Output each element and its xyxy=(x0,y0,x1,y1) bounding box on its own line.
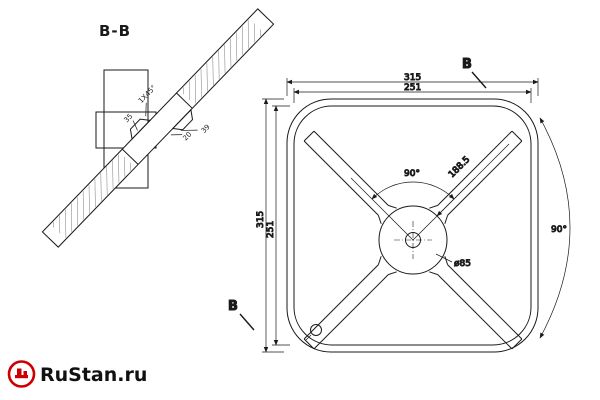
slot-top-left xyxy=(303,130,397,224)
section-view-bb: B-B 35 xyxy=(41,8,275,248)
dim-width-inner-label: 251 xyxy=(404,83,421,93)
dim-diagonal-label: 188.5 xyxy=(447,155,472,180)
dim-left xyxy=(262,98,290,353)
dim-chamfer: 1X45° xyxy=(137,84,158,105)
machine-icon xyxy=(15,368,28,379)
dim-39: 39 xyxy=(200,123,212,135)
dim-top xyxy=(286,78,539,103)
dim-35: 35 xyxy=(122,112,134,124)
section-notches xyxy=(121,92,194,165)
hole-leader xyxy=(435,253,453,263)
angle-right-label: 90° xyxy=(551,225,567,235)
slot-top-right xyxy=(429,130,523,224)
corner-hole xyxy=(305,324,322,341)
marker-bottom-label: B xyxy=(228,299,238,314)
dim-height-outer-label: 315 xyxy=(256,211,266,228)
section-leaders xyxy=(132,102,198,136)
right-angle-arc xyxy=(539,117,571,339)
slot-bottom-right xyxy=(429,256,523,350)
hatch-left xyxy=(50,152,135,239)
logo-text: RuStan.ru xyxy=(40,364,147,386)
dim-width-outer-label: 315 xyxy=(404,73,421,83)
dim-hole-label: ø85 xyxy=(454,259,471,269)
hatch-right xyxy=(179,18,264,105)
plan-view: 90° 188.5 ø85 90° 315 251 xyxy=(228,57,571,353)
section-marker-bottom xyxy=(239,313,255,331)
dim-height-inner-label: 251 xyxy=(266,221,276,238)
section-view-label: B-B xyxy=(99,22,131,40)
slot-bottom-left xyxy=(303,256,397,350)
marker-top-label: B xyxy=(462,57,472,72)
logo: RuStan.ru xyxy=(7,360,147,388)
plate-outline xyxy=(286,98,539,353)
section-bar-group: 35 1X45° 20 39 xyxy=(41,8,275,248)
dim-20: 20 xyxy=(181,130,193,142)
dim-diagonal-line xyxy=(436,143,510,217)
angle-center-label: 90° xyxy=(404,169,420,179)
logo-circle-icon xyxy=(7,360,36,388)
section-marker-top xyxy=(471,71,487,89)
